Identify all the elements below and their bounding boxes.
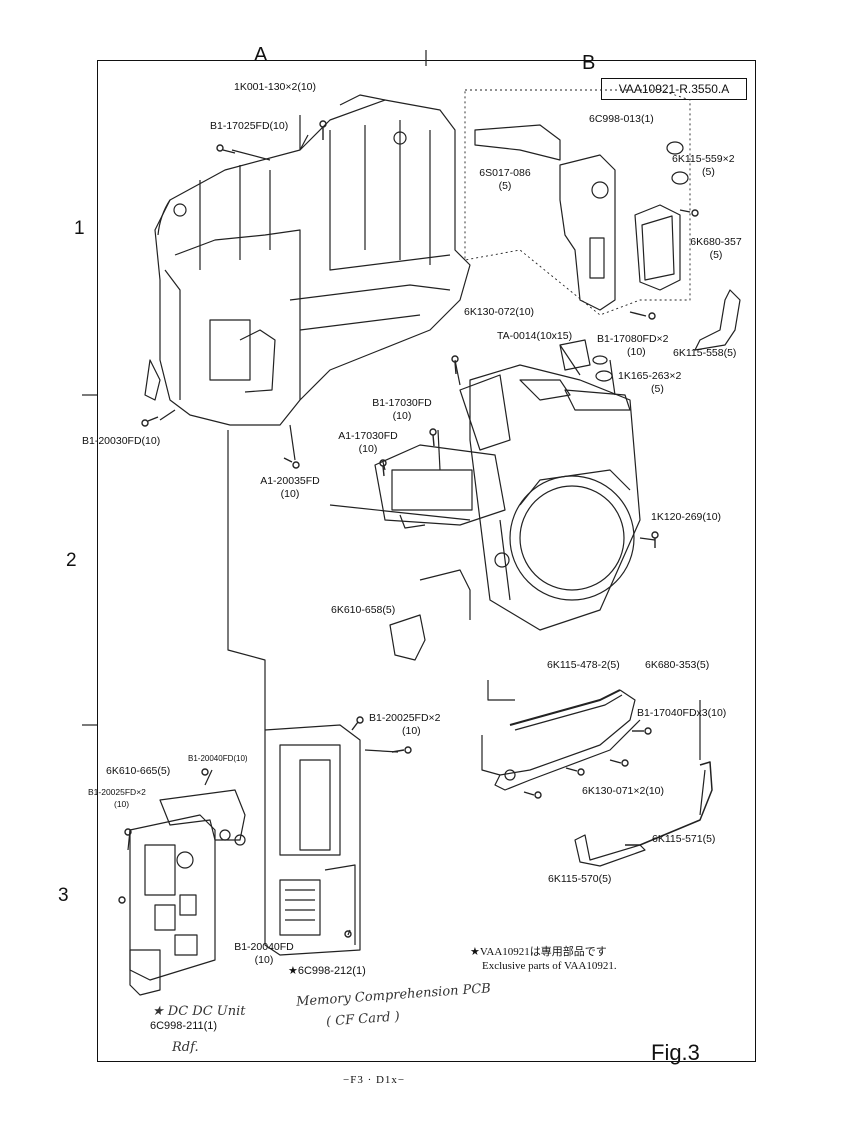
label-b1-17030fd: B1-17030FD	[372, 397, 432, 409]
row-marker-1: 1	[74, 218, 85, 239]
column-marker-a: A	[254, 44, 268, 66]
label-6k115-570: 6K115-570(5)	[548, 873, 612, 885]
label-1k001-130: 1K001-130×2(10)	[234, 81, 317, 93]
label-b1-20040fd-small: B1-20040FD(10)	[188, 754, 248, 763]
label-6k610-665: 6K610-665(5)	[106, 765, 171, 777]
label-b1-17080fd-qty: (10)	[627, 346, 646, 358]
label-b1-17030fd-qty: (10)	[392, 410, 412, 422]
row-marker-3: 3	[58, 885, 69, 906]
label-6k680-353: 6K680-353(5)	[645, 659, 710, 671]
memory-pcb-part	[264, 724, 361, 956]
main-body-chassis	[144, 94, 471, 426]
label-a1-17030fd-qty: (10)	[358, 443, 378, 455]
label-6k115-478-2: 6K115-478-2(5)	[547, 659, 620, 671]
label-a1-20035fd-qty: (10)	[280, 488, 300, 500]
exclusive-parts-note: ★VAA10921は専用部品です Exclusive parts of VAA1…	[470, 946, 617, 974]
label-b1-20025fd-top: B1-20025FD×2	[369, 712, 441, 724]
label-6c998-212: ★6C998-212(1)	[288, 965, 366, 977]
label-6k115-559-qty: (5)	[702, 166, 715, 178]
label-6k130-072: 6K130-072(10)	[464, 306, 535, 318]
label-ta-0014: TA-0014(10x15)	[497, 330, 573, 342]
ccd-unit	[374, 444, 506, 529]
label-6k130-071: 6K130-071×2(10)	[582, 785, 665, 797]
figure-number: Fig.3	[651, 1040, 700, 1065]
label-b1-20040fd: B1-20040FD	[234, 941, 294, 953]
label-6k610-658: 6K610-658(5)	[331, 604, 396, 616]
label-b1-20025fd-left-qty: (10)	[114, 799, 130, 809]
reference-code-box: VAA10921-R.3550.A	[601, 78, 747, 100]
dcdc-unit-part	[129, 789, 246, 996]
label-b1-17080fd: B1-17080FD×2	[597, 333, 669, 345]
bracket-part	[389, 614, 426, 661]
label-a1-20035fd: A1-20035FD	[260, 475, 320, 487]
row-marker-2: 2	[66, 550, 77, 571]
page-footer: −F3 · D1x−	[343, 1074, 406, 1086]
label-b1-20040fd-qty: (10)	[254, 954, 274, 966]
label-b1-20030fd: B1-20030FD(10)	[82, 435, 161, 447]
mirror-box-assembly	[459, 364, 641, 631]
rubber-cover-part	[634, 204, 681, 291]
label-b1-20025fd-left: B1-20025FD×2	[88, 787, 146, 797]
rear-cover-part	[474, 124, 616, 311]
screws	[118, 120, 699, 938]
note-english: Exclusive parts of VAA10921.	[482, 959, 617, 972]
label-1k165-263-qty: (5)	[651, 383, 664, 395]
label-6s017-086-qty: (5)	[498, 180, 512, 192]
label-b1-17040fd: B1-17040FDx3(10)	[637, 707, 727, 719]
label-6c998-211: 6C998-211(1)	[150, 1020, 218, 1032]
label-6s017-086: 6S017-086	[479, 167, 531, 179]
label-6c998-013: 6C998-013(1)	[589, 113, 654, 125]
note-japanese: ★VAA10921は専用部品です	[470, 946, 607, 958]
label-b1-20025fd-top-qty: (10)	[402, 725, 421, 737]
handwritten-dcdc-unit: ★ DC DC Unit	[152, 1004, 246, 1019]
label-6k115-558: 6K115-558(5)	[673, 347, 737, 359]
label-1k165-263: 1K165-263×2	[618, 370, 682, 382]
column-marker-b: B	[582, 52, 596, 74]
label-6k115-571: 6K115-571(5)	[652, 833, 716, 845]
label-b1-17025fd: B1-17025FD(10)	[210, 120, 289, 132]
label-6k115-559: 6K115-559×2	[672, 153, 735, 165]
label-a1-17030fd: A1-17030FD	[338, 430, 398, 442]
label-6k680-357-qty: (5)	[709, 249, 723, 261]
handwritten-initials: Rdf.	[172, 1040, 199, 1055]
label-1k120-269: 1K120-269(10)	[651, 511, 722, 523]
label-6k680-357: 6K680-357	[690, 236, 742, 248]
